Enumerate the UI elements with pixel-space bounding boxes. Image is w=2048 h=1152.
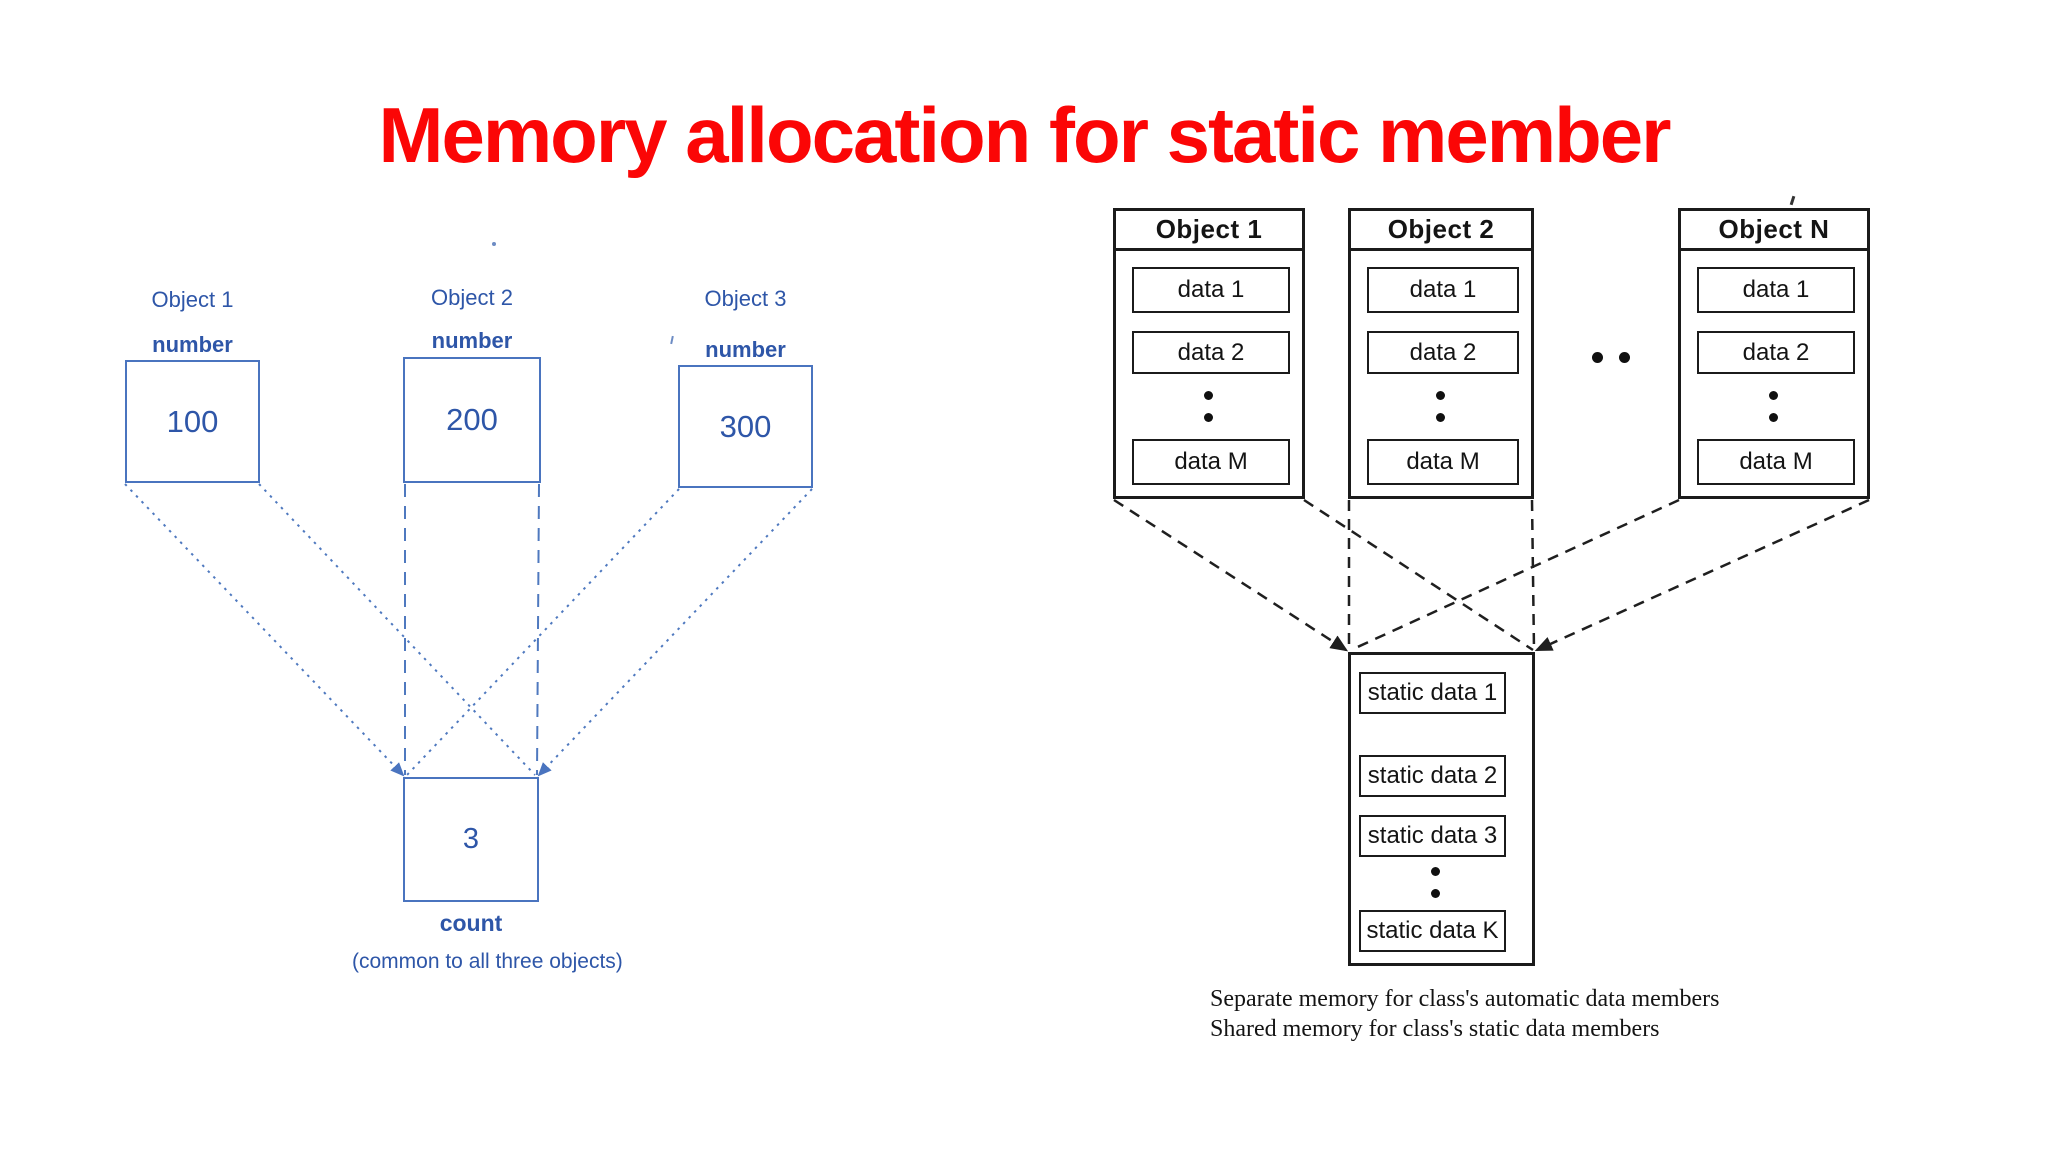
right-object1-data1: data 1	[1132, 267, 1290, 313]
left-member3-box: 300	[678, 365, 813, 488]
right-objectN-title: Object N	[1681, 211, 1867, 251]
vertical-ellipsis-dot	[1431, 889, 1440, 898]
static-data1-cell: static data 1	[1359, 672, 1506, 714]
left-count-note: (common to all three objects)	[352, 950, 623, 973]
left-dashed-lines	[124, 483, 813, 777]
right-object2-dataM: data M	[1367, 439, 1519, 485]
left-member3-value: 300	[719, 408, 772, 444]
right-static-shared-box: static data 1 static data 2 static data …	[1348, 652, 1535, 966]
left-member2-box: 200	[403, 357, 541, 483]
right-diagram-caption: Separate memory for class's automatic da…	[1210, 984, 1719, 1044]
vertical-ellipsis-dot	[1769, 413, 1778, 422]
right-object2-data2: data 2	[1367, 331, 1519, 374]
horizontal-ellipsis-dot	[1592, 352, 1603, 363]
right-object1-dataM: data M	[1132, 439, 1290, 485]
left-object3-label: Object 3	[704, 286, 787, 311]
vertical-ellipsis-dot	[1204, 413, 1213, 422]
right-objectN-dataM: data M	[1697, 439, 1855, 485]
left-object2-label: Object 2	[431, 285, 513, 310]
vertical-ellipsis-dot	[1431, 867, 1440, 876]
scan-artifact	[492, 242, 496, 246]
right-object1-data2: data 2	[1132, 331, 1290, 374]
left-member2-label: number	[431, 328, 513, 353]
static-data2-cell: static data 2	[1359, 755, 1506, 797]
left-object1-label: Object 1	[151, 287, 234, 312]
vertical-ellipsis-dot	[1769, 391, 1778, 400]
caption-line-2: Shared memory for class's static data me…	[1210, 1016, 1660, 1042]
left-member1-value: 100	[166, 403, 219, 439]
left-member1-label: number	[152, 332, 233, 357]
right-object1-column: Object 1 data 1 data 2 data M	[1113, 208, 1305, 499]
right-object2-title: Object 2	[1351, 211, 1531, 251]
right-object1-title: Object 1	[1116, 211, 1302, 251]
right-object2-data1: data 1	[1367, 267, 1519, 313]
left-member2-value: 200	[446, 402, 498, 437]
vertical-ellipsis-dot	[1204, 391, 1213, 400]
right-objectN-column: Object N data 1 data 2 data M	[1678, 208, 1870, 499]
right-dashed-lines	[1113, 498, 1870, 652]
left-count-label: count	[439, 910, 503, 936]
left-member3-label: number	[705, 337, 786, 362]
horizontal-ellipsis-dot	[1619, 352, 1630, 363]
page-title: Memory allocation for static member	[378, 91, 1671, 179]
vertical-ellipsis-dot	[1436, 391, 1445, 400]
caption-line-1: Separate memory for class's automatic da…	[1210, 986, 1720, 1012]
static-dataK-cell: static data K	[1359, 910, 1506, 952]
static-data3-cell: static data 3	[1359, 815, 1506, 857]
right-objectN-data2: data 2	[1697, 331, 1855, 374]
vertical-ellipsis-dot	[1436, 413, 1445, 422]
right-object2-column: Object 2 data 1 data 2 data M	[1348, 208, 1534, 499]
left-shared-count-value: 3	[462, 823, 480, 855]
right-objectN-data1: data 1	[1697, 267, 1855, 313]
left-shared-count-box: 3	[403, 777, 539, 902]
left-member1-box: 100	[125, 360, 260, 483]
